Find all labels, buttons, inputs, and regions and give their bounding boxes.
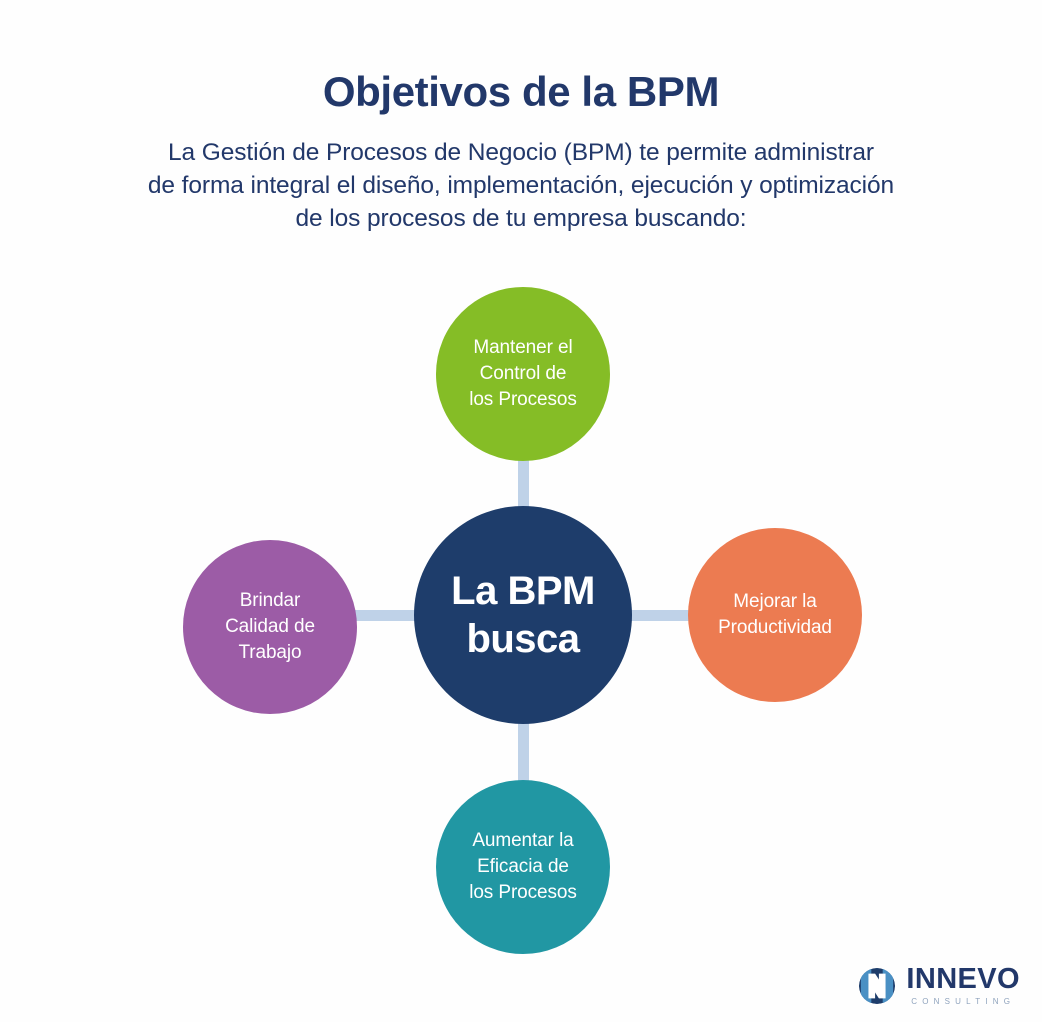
node-top-line-2: Control de bbox=[479, 363, 567, 384]
subtitle-line-1: La Gestión de Procesos de Negocio (BPM) … bbox=[168, 139, 874, 166]
node-center-line-2: busca bbox=[466, 617, 580, 661]
subtitle-line-2: de forma integral el diseño, implementac… bbox=[147, 172, 895, 199]
node-bottom-line-3: los Procesos bbox=[469, 882, 577, 903]
node-top-line-3: los Procesos bbox=[469, 389, 577, 410]
node-right-line-1: Mejorar la bbox=[733, 591, 817, 612]
node-brindar-calidad-trabajo[interactable]: Brindar Calidad de Trabajo bbox=[183, 540, 357, 714]
header: Objetivos de la BPM La Gestión de Proces… bbox=[0, 0, 1042, 235]
node-center-line-1: La BPM bbox=[451, 569, 595, 613]
connector-center-to-left bbox=[350, 609, 422, 621]
node-right-line-2: Productividad bbox=[718, 617, 832, 638]
connector-center-to-bottom bbox=[517, 716, 529, 786]
node-left-label: Brindar Calidad de Trabajo bbox=[217, 588, 323, 666]
connector-center-to-top bbox=[517, 455, 529, 515]
node-top-label: Mantener el Control de los Procesos bbox=[461, 335, 585, 413]
node-mantener-control-procesos[interactable]: Mantener el Control de los Procesos bbox=[436, 287, 610, 461]
node-bottom-line-1: Aumentar la bbox=[472, 830, 574, 851]
connector-center-to-right bbox=[625, 609, 695, 621]
innevo-word: INNEVO bbox=[906, 963, 1020, 995]
node-mejorar-productividad[interactable]: Mejorar la Productividad bbox=[688, 528, 862, 702]
node-center-label: La BPM busca bbox=[443, 567, 603, 663]
node-bottom-line-2: Eficacia de bbox=[477, 856, 569, 877]
innevo-tagline: CONSULTING bbox=[911, 997, 1016, 1006]
node-bottom-label: Aumentar la Eficacia de los Procesos bbox=[461, 828, 585, 906]
node-aumentar-eficacia-procesos[interactable]: Aumentar la Eficacia de los Procesos bbox=[436, 780, 610, 954]
node-center-la-bpm-busca[interactable]: La BPM busca bbox=[414, 506, 632, 724]
subtitle: La Gestión de Procesos de Negocio (BPM) … bbox=[0, 118, 1042, 235]
page-title: Objetivos de la BPM bbox=[322, 68, 720, 115]
innevo-wordmark: INNEVO CONSULTING bbox=[906, 965, 1020, 1006]
node-right-label: Mejorar la Productividad bbox=[710, 589, 840, 641]
node-left-line-3: Trabajo bbox=[238, 642, 302, 663]
node-top-line-1: Mantener el bbox=[473, 337, 573, 358]
innevo-logo: INNEVO CONSULTING bbox=[858, 965, 1020, 1006]
node-left-line-2: Calidad de bbox=[225, 616, 315, 637]
node-left-line-1: Brindar bbox=[239, 590, 301, 611]
subtitle-line-3: de los procesos de tu empresa buscando: bbox=[295, 205, 747, 232]
innevo-mark-icon bbox=[858, 967, 896, 1005]
